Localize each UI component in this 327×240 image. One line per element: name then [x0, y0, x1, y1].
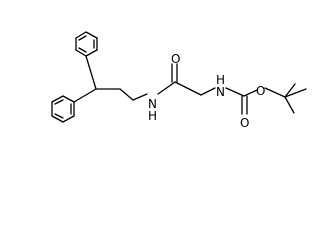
- tert-butyl-group: [284, 83, 307, 114]
- bond: [264, 87, 286, 98]
- amide-group: [157, 63, 216, 96]
- molecule-structure: N H O H N O O: [51, 31, 307, 130]
- bond: [119, 88, 134, 101]
- bond: [73, 88, 97, 103]
- carbamate-hydrogen-label: H: [216, 73, 225, 87]
- bond: [174, 81, 202, 96]
- amide-hydrogen-label: H: [148, 109, 157, 123]
- phenyl-ring-bottom: [51, 95, 75, 123]
- bond: [85, 31, 98, 39]
- aromatic-double-bond: [78, 35, 87, 41]
- bond: [284, 96, 295, 114]
- molecule-canvas: N H O H N O O: [51, 31, 307, 130]
- bond: [132, 93, 148, 101]
- bond: [225, 87, 245, 97]
- bond: [284, 83, 296, 98]
- aromatic-double-bond: [54, 99, 64, 105]
- phenyl-ring-top: [75, 31, 98, 57]
- aromatic-double-bond: [54, 113, 64, 119]
- bond: [75, 31, 87, 39]
- ester-oxygen-label: O: [256, 84, 265, 98]
- bond: [157, 81, 176, 95]
- carbamate-group: [225, 87, 286, 115]
- bond: [200, 87, 216, 96]
- amide-oxygen-label: O: [171, 52, 180, 66]
- bond: [75, 49, 87, 57]
- bond: [62, 95, 75, 103]
- bond: [85, 49, 98, 57]
- aromatic-double-bond: [78, 47, 87, 53]
- bond: [85, 55, 97, 90]
- carbamate-nitrogen-label: N: [216, 85, 225, 99]
- bond: [62, 115, 75, 123]
- bond: [243, 89, 258, 97]
- bond: [51, 115, 64, 123]
- propyl-chain: [73, 55, 148, 103]
- bond: [51, 95, 64, 103]
- amide-nitrogen-label: N: [148, 97, 157, 111]
- carbonyl-oxygen-label: O: [240, 116, 249, 130]
- bond: [284, 88, 307, 98]
